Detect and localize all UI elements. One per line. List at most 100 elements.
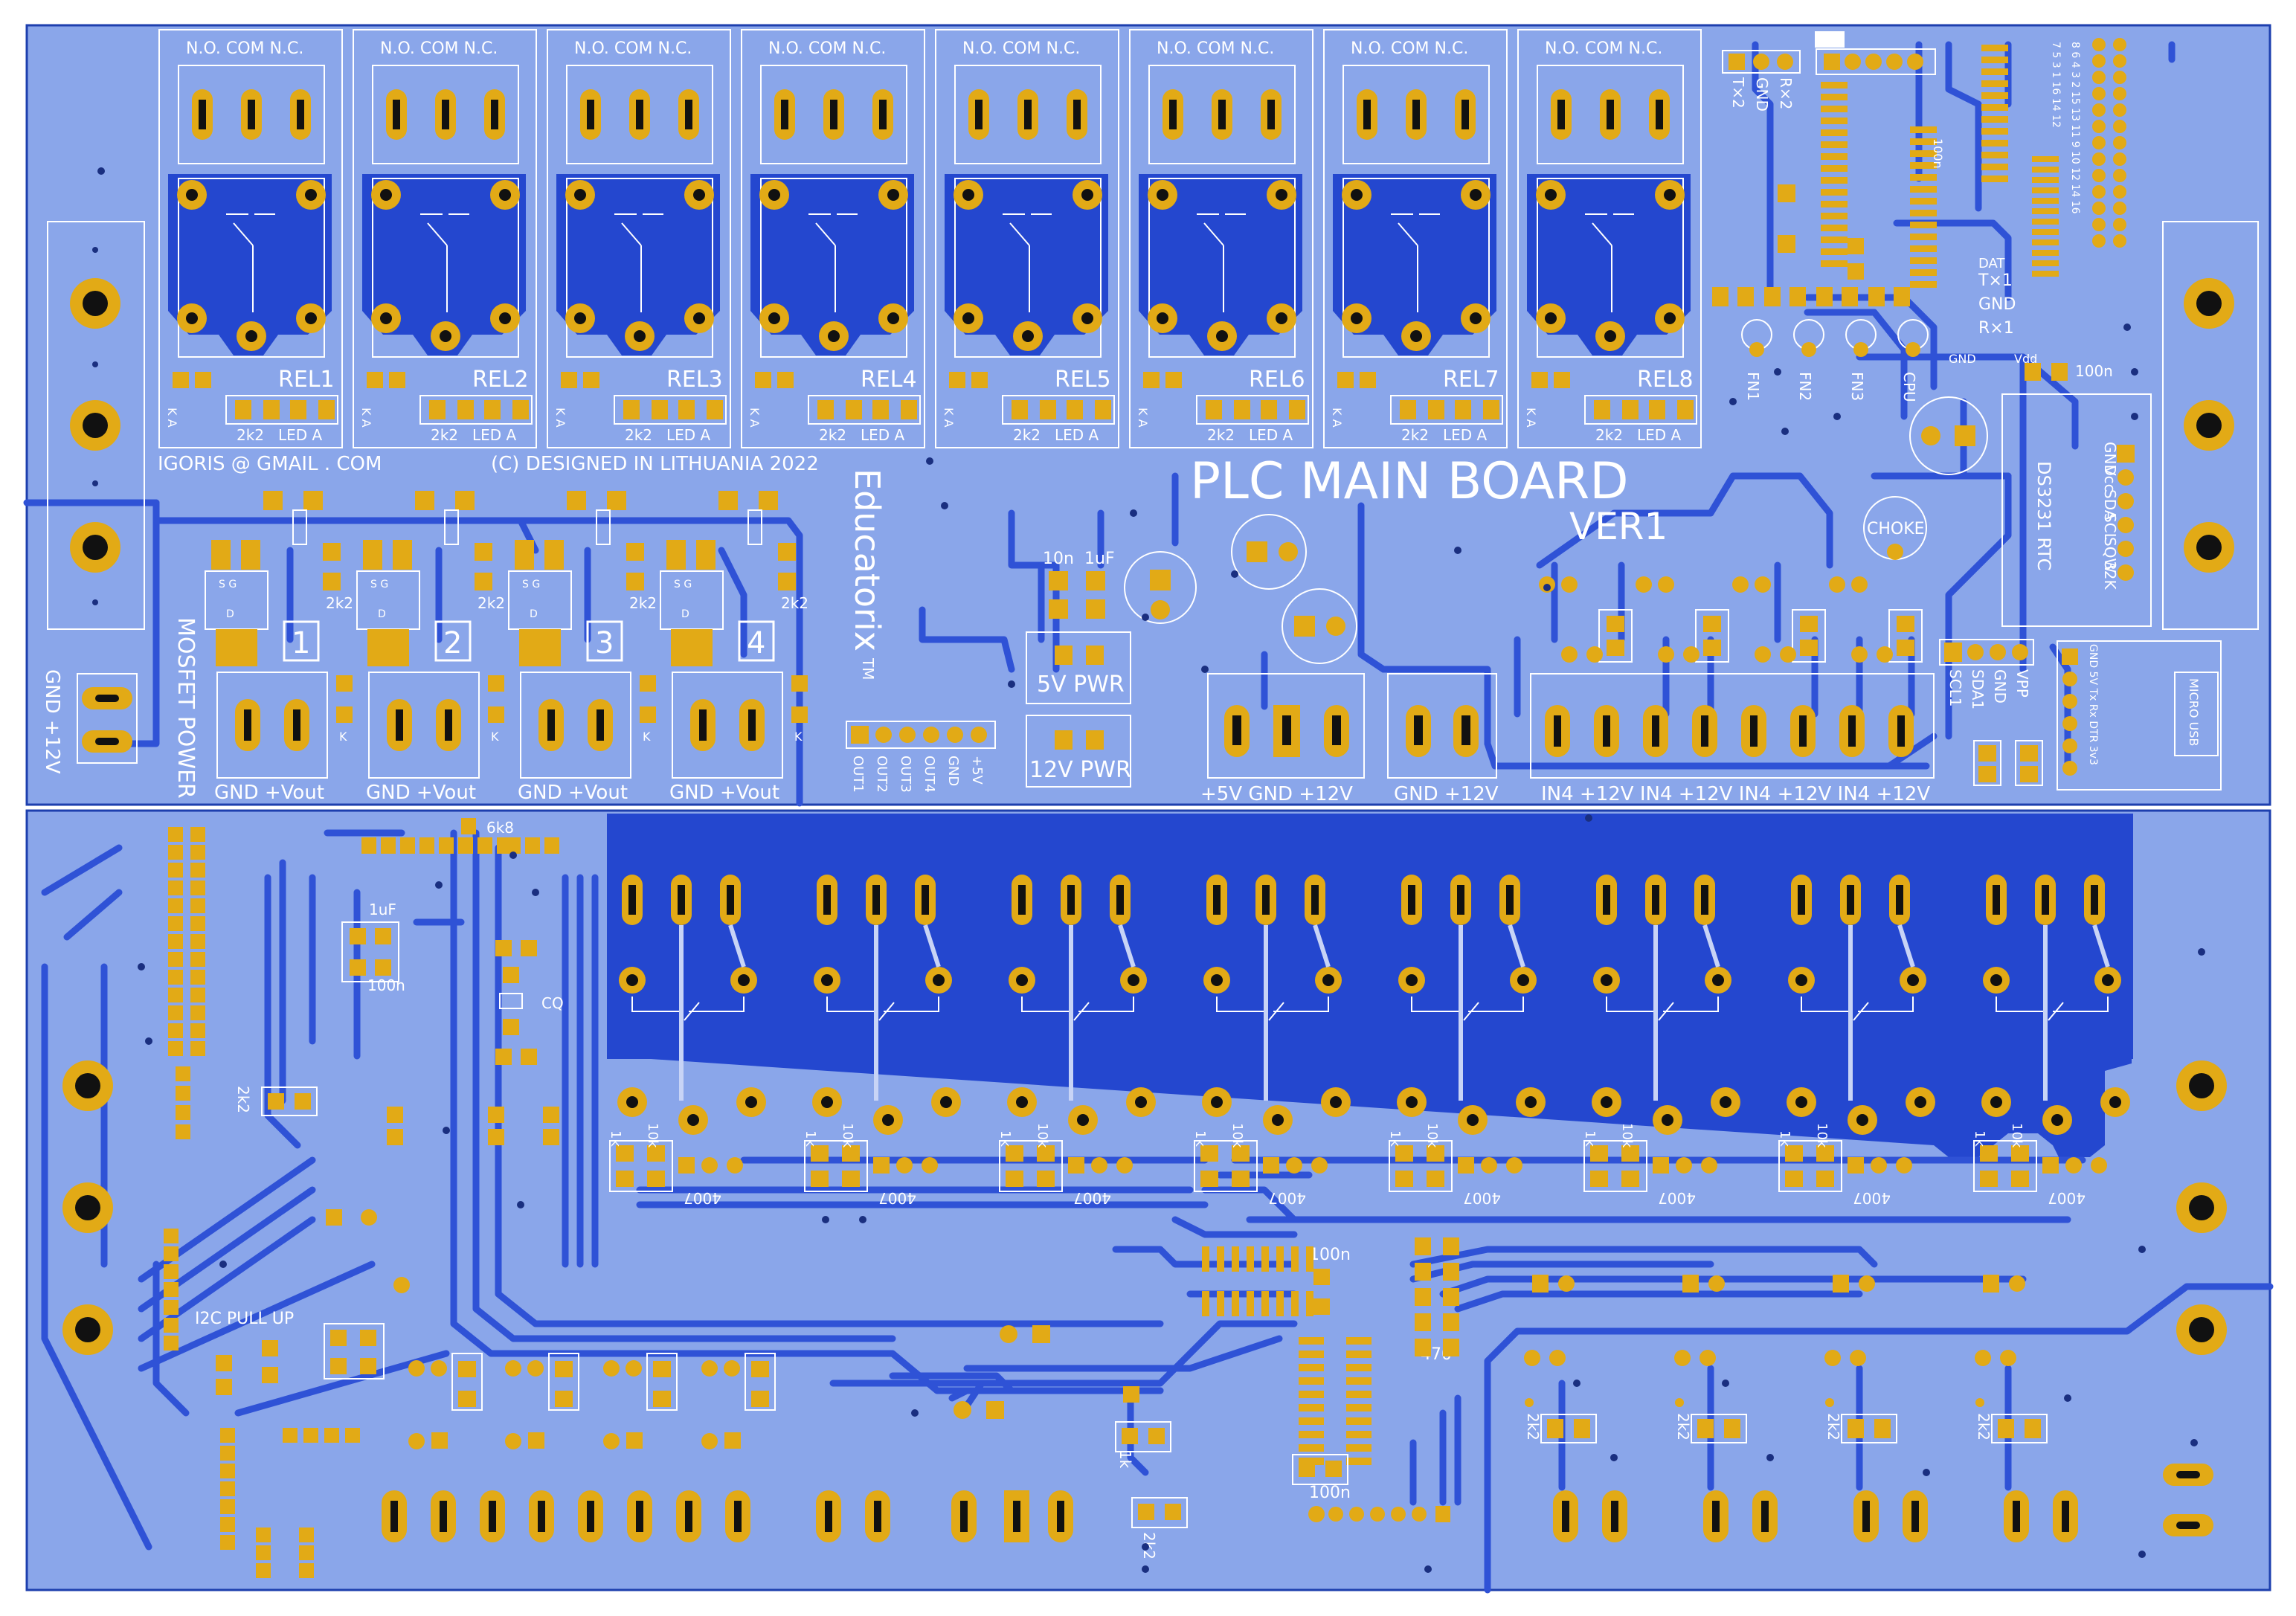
mosfet-terminal bbox=[520, 672, 631, 779]
bottom-10k-label: 10k bbox=[1424, 1123, 1440, 1148]
pad bbox=[1697, 1419, 1714, 1438]
via bbox=[1008, 680, 1015, 688]
hole bbox=[1914, 1096, 1926, 1108]
hdr-pin bbox=[190, 845, 205, 860]
bottom-1k-label: 1k bbox=[803, 1130, 818, 1147]
pad bbox=[2000, 1350, 2016, 1366]
ic-pin bbox=[1299, 1377, 1324, 1385]
res-pad bbox=[1206, 400, 1222, 419]
pad bbox=[268, 1093, 284, 1110]
hdr-pin bbox=[164, 1264, 179, 1279]
pad bbox=[1980, 1171, 1998, 1187]
ic-pin bbox=[1910, 234, 1937, 240]
pad bbox=[724, 1360, 740, 1377]
pad bbox=[1313, 1269, 1330, 1285]
pad bbox=[505, 1360, 521, 1377]
via bbox=[911, 1409, 919, 1417]
mosfet-terminal bbox=[216, 672, 328, 779]
ic-pin bbox=[1247, 1291, 1254, 1316]
terminal-hole bbox=[1363, 100, 1371, 129]
relay-ak-label: K A bbox=[942, 408, 956, 428]
bottom-1k-label: 1k bbox=[608, 1130, 623, 1147]
hole bbox=[1795, 974, 1807, 986]
mosfet-d-label: D bbox=[378, 608, 386, 620]
rtc-pin-label: SDA bbox=[2101, 489, 2119, 521]
hole bbox=[1016, 974, 1028, 986]
relay-symbol bbox=[420, 213, 469, 312]
res-pad bbox=[678, 400, 695, 419]
hdr-pin bbox=[477, 837, 492, 854]
pad bbox=[1481, 1157, 1497, 1174]
hdr-pin bbox=[458, 837, 473, 854]
pad bbox=[1122, 1428, 1138, 1444]
pad bbox=[360, 1358, 376, 1374]
hdr-pin bbox=[419, 837, 434, 854]
hdr-pin bbox=[381, 837, 396, 854]
hdr-pin bbox=[2092, 38, 2106, 51]
hdr-pin bbox=[345, 1428, 360, 1443]
res-outline bbox=[1778, 1140, 1842, 1192]
hdr-pin bbox=[164, 1246, 179, 1261]
usb-pin bbox=[2062, 648, 2078, 665]
ic-pin bbox=[1981, 140, 2008, 147]
hole bbox=[1652, 715, 1659, 747]
pad bbox=[1674, 1350, 1691, 1366]
res-pad bbox=[323, 543, 341, 561]
terminal-hole bbox=[1607, 100, 1614, 129]
pad bbox=[1558, 1275, 1575, 1292]
pad bbox=[1824, 1350, 1841, 1366]
pad bbox=[1724, 1419, 1740, 1438]
pad bbox=[1395, 1145, 1413, 1162]
pad bbox=[503, 1019, 519, 1035]
relay-trace bbox=[1313, 924, 1331, 968]
pad bbox=[1443, 1237, 1459, 1255]
ic-pin bbox=[2032, 198, 2059, 204]
hole bbox=[244, 709, 251, 741]
pad bbox=[1165, 1504, 1181, 1520]
svg-text:GND +12V: GND +12V bbox=[41, 669, 63, 774]
relay-label: REL2 bbox=[472, 367, 529, 393]
pad bbox=[1833, 1275, 1849, 1293]
res-outline bbox=[1115, 1421, 1171, 1452]
mosfet-num-box bbox=[283, 620, 320, 662]
hole bbox=[293, 709, 300, 741]
pad bbox=[873, 1157, 890, 1174]
pad bbox=[1395, 1171, 1413, 1187]
terminal-hole bbox=[491, 100, 498, 129]
hole bbox=[1081, 312, 1093, 324]
hole bbox=[1799, 715, 1807, 747]
hole bbox=[2013, 1501, 2020, 1532]
pad bbox=[1871, 1157, 1887, 1174]
hole bbox=[628, 885, 636, 915]
mosfet-k-label: K bbox=[643, 730, 651, 744]
fan-label: FN2 bbox=[1796, 372, 1814, 401]
pad bbox=[1897, 640, 1914, 656]
pad bbox=[299, 1545, 314, 1560]
led-pad bbox=[777, 372, 794, 388]
ic-pin bbox=[1261, 1291, 1269, 1316]
rtc-pin bbox=[2117, 445, 2135, 463]
hole bbox=[1351, 312, 1363, 324]
hdr-pin bbox=[168, 934, 183, 949]
pad bbox=[1732, 576, 1749, 593]
relay-led-label: LED A bbox=[666, 426, 711, 444]
mosfet-d-label: D bbox=[681, 608, 689, 620]
terminal-hole bbox=[1267, 100, 1275, 129]
rtc-pin bbox=[2117, 469, 2134, 486]
relay-pour bbox=[362, 174, 526, 355]
ic-pin bbox=[1346, 1417, 1372, 1425]
relay-body bbox=[566, 178, 713, 358]
ic-pin bbox=[1346, 1364, 1372, 1371]
led-pad bbox=[561, 372, 577, 388]
res-pad bbox=[626, 543, 644, 561]
pad bbox=[2011, 1171, 2029, 1187]
hole bbox=[1467, 1114, 1479, 1126]
relay-trace bbox=[1118, 924, 1136, 968]
terminal-hole bbox=[393, 100, 400, 129]
hdr-pin bbox=[525, 837, 540, 854]
bottom-1k-label: 1k bbox=[1192, 1130, 1208, 1147]
out-pin bbox=[947, 727, 963, 743]
